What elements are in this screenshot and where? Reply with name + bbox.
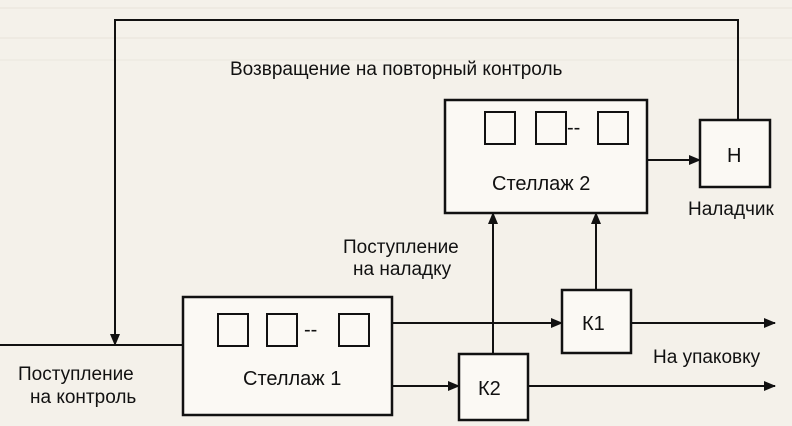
k1-title: К1 bbox=[582, 313, 605, 335]
rack2-slot-3 bbox=[597, 111, 629, 145]
rack2-box bbox=[443, 98, 649, 215]
rack2-slot-separator: -- bbox=[567, 117, 580, 139]
rack1-box bbox=[181, 295, 394, 417]
return-loop-label: Возвращение на повторный контроль bbox=[230, 59, 563, 80]
to-control-label-line1: Поступление bbox=[18, 364, 134, 385]
rack1-slot-separator: -- bbox=[304, 319, 317, 341]
connectors bbox=[392, 155, 776, 391]
k2-title: К2 bbox=[478, 378, 501, 400]
rack2-slot-1 bbox=[484, 111, 516, 145]
to-control-label-line2: на контроль bbox=[30, 387, 136, 408]
paper-texture bbox=[0, 7, 792, 61]
rack1-slot-2 bbox=[266, 313, 298, 347]
rack1-slot-1 bbox=[217, 313, 249, 347]
return-loop-path bbox=[110, 19, 739, 346]
n-title: Н bbox=[727, 145, 741, 167]
to-adjust-label-line1: Поступление bbox=[343, 237, 459, 258]
rack1-slot-3 bbox=[338, 313, 370, 347]
rack2-title: Стеллаж 2 bbox=[492, 173, 590, 195]
rack1-title: Стеллаж 1 bbox=[243, 368, 341, 390]
adjuster-label: Наладчик bbox=[688, 199, 775, 220]
to-adjust-label-line2: на наладку bbox=[353, 259, 452, 280]
rack2-slot-2 bbox=[535, 111, 567, 145]
to-packing-label: На упаковку bbox=[653, 347, 761, 368]
k2-box bbox=[457, 352, 530, 422]
n-box bbox=[698, 118, 772, 189]
